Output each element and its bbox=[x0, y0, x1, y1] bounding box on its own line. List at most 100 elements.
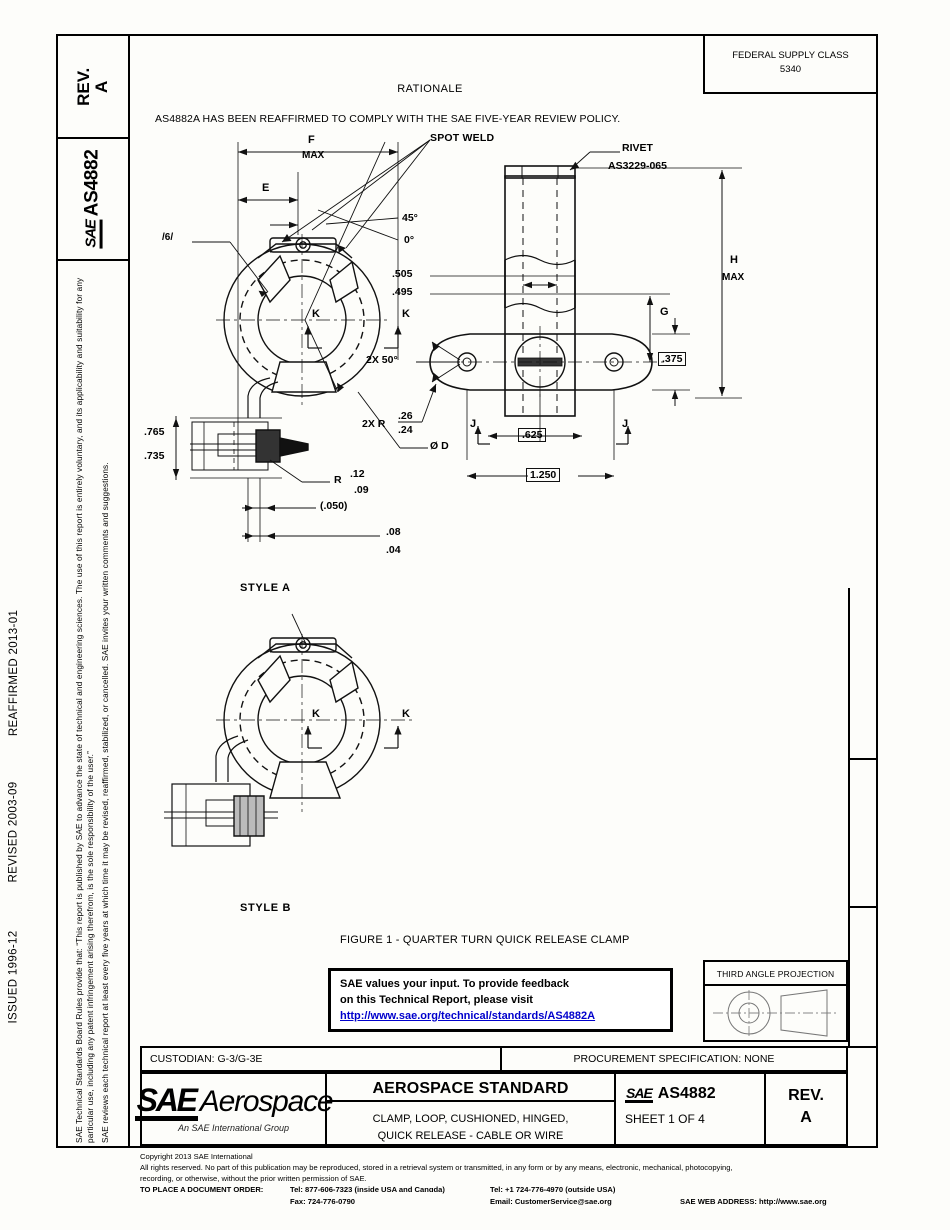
date-issued: ISSUED 1996-12 bbox=[0, 906, 28, 1048]
label-k-a1: K bbox=[312, 308, 320, 320]
order-email: Email: CustomerService@sae.org bbox=[490, 1197, 612, 1207]
label-r-09: .09 bbox=[354, 484, 369, 496]
label-2x-50: 2X 50° bbox=[366, 354, 398, 366]
label-r: R bbox=[334, 474, 342, 486]
label-2x-r: 2X R bbox=[362, 418, 386, 430]
legal-notice-paragraph-1: SAE Technical Standards Board Rules prov… bbox=[75, 277, 96, 1143]
frame-border-top bbox=[56, 34, 878, 36]
figure-caption: FIGURE 1 - QUARTER TURN QUICK RELEASE CL… bbox=[340, 934, 630, 946]
label-r-12: .12 bbox=[350, 468, 365, 480]
label-h-max: MAX bbox=[722, 272, 745, 283]
sidebar-rev-box: REV. A bbox=[58, 36, 130, 139]
sidebar-document-number-box: SAE AS4882 bbox=[58, 139, 130, 261]
copyright-footer: Copyright 2013 SAE International All rig… bbox=[140, 1152, 860, 1208]
date-divider-1 bbox=[848, 758, 876, 760]
rights-line-2: recording, or otherwise, without the pri… bbox=[140, 1173, 367, 1183]
rationale-heading: RATIONALE bbox=[397, 83, 463, 95]
label-angle-45: 45° bbox=[402, 212, 418, 224]
standard-type-label: AEROSPACE STANDARD bbox=[327, 1074, 614, 1102]
label-j-1: J bbox=[470, 418, 477, 430]
sheet-number: SHEET 1 OF 4 bbox=[625, 1112, 705, 1126]
date-issued-text: ISSUED 1996-12 bbox=[8, 930, 21, 1024]
legal-notice-paragraph-2: SAE reviews each technical report at lea… bbox=[101, 462, 110, 1143]
date-divider-3 bbox=[848, 1046, 876, 1048]
date-reaffirmed: REAFFIRMED 2013-01 bbox=[0, 588, 28, 758]
sae-logo-mark: SAE bbox=[83, 219, 103, 249]
doc-number-text: AS4882 bbox=[657, 1085, 716, 1102]
feedback-line-2: on this Technical Report, please visit bbox=[340, 993, 533, 1006]
feedback-box: SAE values your input. To provide feedba… bbox=[328, 968, 673, 1032]
sidebar-document-number: AS4882 bbox=[82, 149, 103, 217]
procurement-label: PROCUREMENT SPECIFICATION: NONE bbox=[573, 1053, 775, 1065]
federal-supply-class-box: FEDERAL SUPPLY CLASS 5340 bbox=[703, 36, 876, 94]
label-note-6: /6/ bbox=[162, 232, 174, 243]
order-tel-outside: Tel: +1 724-776-4970 (outside USA) bbox=[490, 1185, 616, 1195]
label-g: G bbox=[660, 306, 669, 318]
style-a-drawing bbox=[172, 139, 431, 542]
title-block-revision: REV. A bbox=[766, 1074, 846, 1144]
label-k-b1: K bbox=[312, 708, 320, 720]
sidebar-rail bbox=[58, 261, 130, 1147]
title-block: SAE Aerospace An SAE International Group… bbox=[134, 1072, 848, 1146]
order-fax: Fax: 724-776-0790 bbox=[290, 1197, 356, 1207]
rev-label: REV. bbox=[788, 1087, 824, 1104]
frame-border-right bbox=[876, 34, 878, 1147]
frame-border-left bbox=[56, 34, 58, 1147]
order-web: SAE WEB ADDRESS: http://www.sae.org bbox=[680, 1197, 827, 1207]
federal-supply-class-value: 5340 bbox=[779, 63, 802, 75]
technical-drawing-figure bbox=[130, 130, 848, 940]
label-r-24: .24 bbox=[398, 424, 413, 436]
sae-aerospace-logo: SAE Aerospace An SAE International Group bbox=[134, 1074, 334, 1144]
label-k-a2: K bbox=[402, 308, 410, 320]
label-735: .735 bbox=[144, 450, 165, 462]
label-f-max: MAX bbox=[302, 150, 325, 161]
label-765: .765 bbox=[144, 426, 165, 438]
label-495: .495 bbox=[392, 286, 413, 298]
description-line-1: CLAMP, LOOP, CUSHIONED, HINGED, bbox=[372, 1113, 569, 1125]
revision-date-rail bbox=[848, 588, 876, 1048]
feedback-link[interactable]: http://www.sae.org/technical/standards/A… bbox=[340, 1009, 596, 1022]
style-b-drawing bbox=[164, 613, 412, 847]
federal-supply-class-label: FEDERAL SUPPLY CLASS bbox=[732, 50, 849, 61]
title-block-description: AEROSPACE STANDARD CLAMP, LOOP, CUSHIONE… bbox=[327, 1074, 616, 1144]
label-spot-weld: SPOT WELD bbox=[430, 132, 495, 144]
third-angle-projection-box: THIRD ANGLE PROJECTION bbox=[703, 960, 848, 1042]
third-angle-projection-title: THIRD ANGLE PROJECTION bbox=[705, 962, 846, 986]
doc-sae-logo-mark: SAE bbox=[625, 1084, 653, 1103]
rev-value: A bbox=[800, 1108, 812, 1126]
rights-line-1: All rights reserved. No part of this pub… bbox=[140, 1162, 733, 1172]
order-row-2: Fax: 724-776-0790 Email: CustomerService… bbox=[140, 1197, 860, 1208]
order-tel-inside: Tel: 877-606-7323 (inside USA and Canɑda… bbox=[290, 1185, 445, 1195]
rationale-text: AS4882A HAS BEEN REAFFIRMED TO COMPLY WI… bbox=[155, 113, 621, 125]
order-label: TO PLACE A DOCUMENT ORDER: bbox=[140, 1185, 264, 1195]
label-rivet-pn: AS3229-065 bbox=[608, 160, 667, 172]
date-reaffirmed-text: REAFFIRMED 2013-01 bbox=[8, 609, 21, 737]
label-j-2: J bbox=[622, 418, 629, 430]
sidebar-rev-label: REV. bbox=[74, 67, 94, 106]
label-1250: 1.250 bbox=[526, 468, 561, 482]
label-style-a: STYLE A bbox=[240, 582, 291, 594]
logo-sae-text: SAE bbox=[134, 1084, 198, 1121]
date-revised-text: REVISED 2003-09 bbox=[8, 781, 20, 883]
description-line-2: QUICK RELEASE - CABLE OR WIRE bbox=[377, 1129, 564, 1142]
label-angle-0: 0° bbox=[404, 234, 415, 246]
label-f: F bbox=[308, 134, 315, 146]
date-revised: REVISED 2003-09 bbox=[0, 758, 28, 906]
label-r-26: .26 bbox=[398, 410, 413, 422]
label-style-b: STYLE B bbox=[240, 902, 292, 914]
frame-border-bottom bbox=[56, 1146, 878, 1148]
third-angle-projection-symbol bbox=[713, 989, 838, 1037]
label-dia-d: Ø D bbox=[430, 440, 449, 452]
rivet-detail-drawing bbox=[398, 151, 742, 480]
standard-description: CLAMP, LOOP, CUSHIONED, HINGED, QUICK RE… bbox=[327, 1102, 614, 1144]
label-k-b2: K bbox=[402, 708, 410, 720]
date-divider-2 bbox=[848, 906, 876, 908]
title-block-document-number: SAE AS4882 SHEET 1 OF 4 bbox=[616, 1074, 766, 1144]
logo-aerospace-text: Aerospace bbox=[199, 1085, 334, 1119]
copyright-line: Copyright 2013 SAE International bbox=[140, 1152, 253, 1161]
custodian-label: CUSTODIAN: G-3/G-3E bbox=[142, 1048, 502, 1070]
feedback-line-1: SAE values your input. To provide feedba… bbox=[340, 978, 570, 990]
label-505: .505 bbox=[392, 268, 413, 280]
sidebar-rev-value: A bbox=[92, 80, 111, 93]
